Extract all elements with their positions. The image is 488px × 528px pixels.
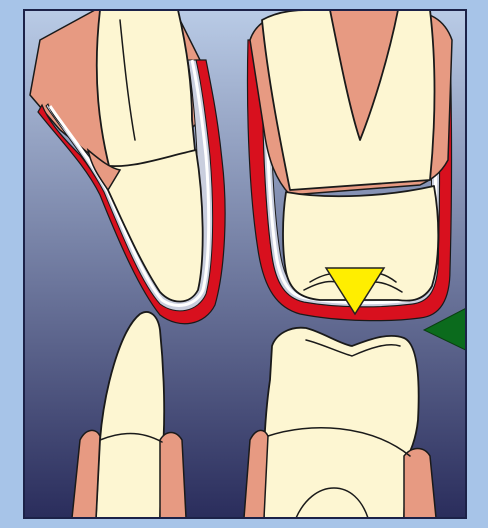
lower-right-tooth [244,328,436,518]
lower-left-gingiva-right [160,433,186,519]
upper-left-root [97,10,196,170]
